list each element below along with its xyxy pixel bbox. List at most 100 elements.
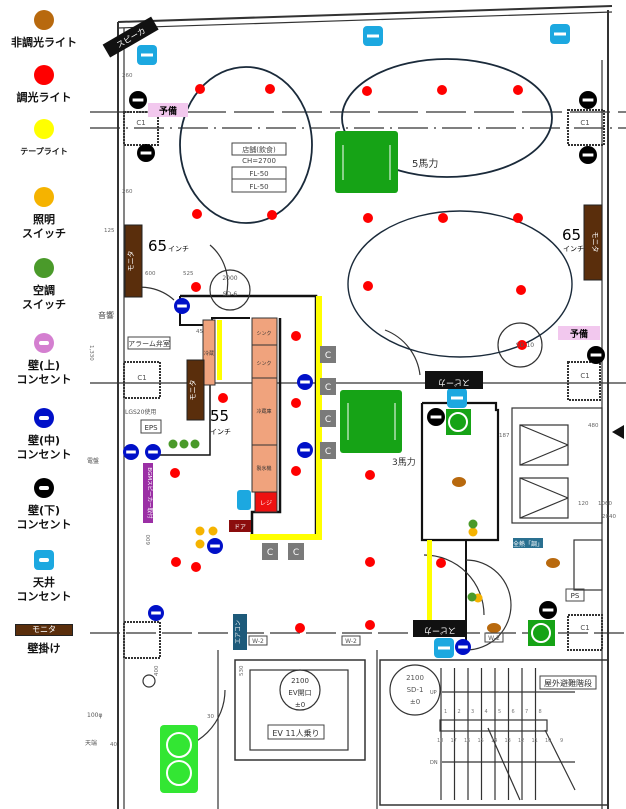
outlet-slot (590, 353, 602, 357)
circle-icon (34, 119, 54, 139)
stair-number: 15 (478, 738, 484, 744)
dimmable-light-icon (437, 85, 447, 95)
outlet-slot (151, 611, 161, 615)
monitor-size-unit: インチ (210, 428, 231, 436)
circle-icon (34, 10, 54, 30)
wall-label: W-2 (345, 638, 357, 645)
ventilation-fan (446, 409, 471, 435)
door-level: ±0 (410, 698, 420, 706)
stair-number: 13 (505, 738, 511, 744)
outlet-slot (126, 450, 136, 454)
elevator-label: EV 11人乗り (272, 728, 319, 738)
chair-box (320, 346, 336, 363)
monitor-kitchen: モニタ (186, 359, 205, 421)
dimmable-light-icon (267, 210, 277, 220)
arrow-left-icon (612, 425, 624, 439)
svg-text:全熱「調」: 全熱「調」 (513, 540, 543, 548)
legend-item: 照明 スイッチ (0, 187, 88, 241)
dimmable-light-icon (516, 285, 526, 295)
door-size: 2000 (222, 275, 237, 282)
dimensions: 260 260 125 600 525 1,330 45 600 530 400… (88, 73, 616, 748)
chair-label: C (325, 415, 331, 425)
svg-text:45: 45 (196, 329, 203, 335)
outlet-slot (451, 396, 463, 400)
stair-number: 9 (560, 738, 563, 744)
stair-number: 1 (444, 709, 447, 715)
circle-icon (34, 65, 54, 85)
outdoor-ac-unit (160, 725, 198, 793)
column-label: C1 (580, 624, 589, 632)
floor-level: FL-50 (249, 183, 268, 191)
ac-switch-icon (468, 519, 478, 529)
legend-label: 壁(下) コンセント (16, 504, 72, 531)
legend-label: 天井 コンセント (16, 576, 72, 603)
monitor-size-unit: インチ (168, 245, 189, 253)
svg-text:予備: 予備 (159, 105, 177, 117)
ps-label: PS (571, 592, 580, 600)
light-switch-icon (195, 539, 205, 549)
ac-switch-icon (179, 439, 189, 449)
column-label: C1 (137, 374, 146, 382)
svg-text:260: 260 (122, 73, 133, 79)
svg-text:530: 530 (239, 665, 245, 676)
dimmable-light-icon (191, 562, 201, 572)
svg-text:120: 120 (578, 501, 589, 507)
outlet-slot (582, 98, 594, 102)
wall-label: W-2 (252, 638, 264, 645)
monitor-left: モニタ (124, 224, 143, 298)
dimmable-light-icon (517, 340, 527, 350)
outlet-slot (582, 153, 594, 157)
register (254, 491, 278, 513)
dimmable-light-icon (513, 85, 523, 95)
kitchen-counter (202, 317, 278, 513)
dimmable-light-icon (365, 557, 375, 567)
ice-machine (251, 444, 278, 493)
outlet-slot (430, 415, 442, 419)
dimmable-light-icon (365, 470, 375, 480)
ev-opening-size: 2100 (291, 677, 309, 685)
svg-text:400: 400 (154, 665, 160, 676)
light-switch-icon (195, 526, 205, 536)
legend-item: テープライト (0, 119, 88, 159)
outlet-slot (177, 304, 187, 308)
bar (39, 486, 49, 490)
pipe-diameter: 100φ (87, 712, 102, 719)
ice-machine-label: 製氷機 (256, 465, 271, 472)
dimmable-light-icon (291, 331, 301, 341)
dimmable-light-icon (265, 84, 275, 94)
stair-number: 18 (437, 738, 443, 744)
total-heat-label: 全熱「調」 (513, 538, 543, 548)
floor-level: FL-50 (249, 170, 268, 178)
svg-text:260: 260 (122, 189, 133, 195)
monitor-right: モニタ (583, 204, 603, 281)
legend-item: 壁(中) コンセント (0, 408, 88, 462)
legend-item: 壁(上) コンセント (0, 333, 88, 387)
legend-label: 壁(上) コンセント (16, 359, 72, 386)
svg-text:525: 525 (183, 271, 194, 277)
bgm-speaker-label: BGMスピーカー取付 (143, 463, 154, 523)
svg-text:125: 125 (104, 228, 115, 234)
outlet-slot (542, 608, 554, 612)
svg-text:1,330: 1,330 (88, 345, 94, 361)
legend-label: テープライト (20, 147, 68, 156)
bar (39, 558, 49, 562)
door-code: SD-1 (407, 686, 424, 694)
outlet-slot (140, 151, 152, 155)
outlet-slot (458, 645, 468, 649)
legend-item: 天井 コンセント (0, 550, 88, 604)
column-label: C1 (580, 119, 589, 127)
ac-switch-icon (168, 439, 178, 449)
ac-switch-icon (467, 592, 477, 602)
ac-5hp-label: 5馬力 (412, 157, 438, 170)
ac-zone-ellipse (347, 210, 573, 358)
non-dimmable-light-icon (487, 623, 501, 633)
svg-text:ドア: ドア (234, 524, 246, 531)
chair-box (288, 543, 304, 560)
ceiling-outlet-icon (237, 490, 251, 510)
circle-icon (34, 258, 54, 278)
sink-label: シンク (256, 331, 271, 337)
dimmable-light-icon (170, 468, 180, 478)
stair-number: 3 (471, 709, 474, 715)
